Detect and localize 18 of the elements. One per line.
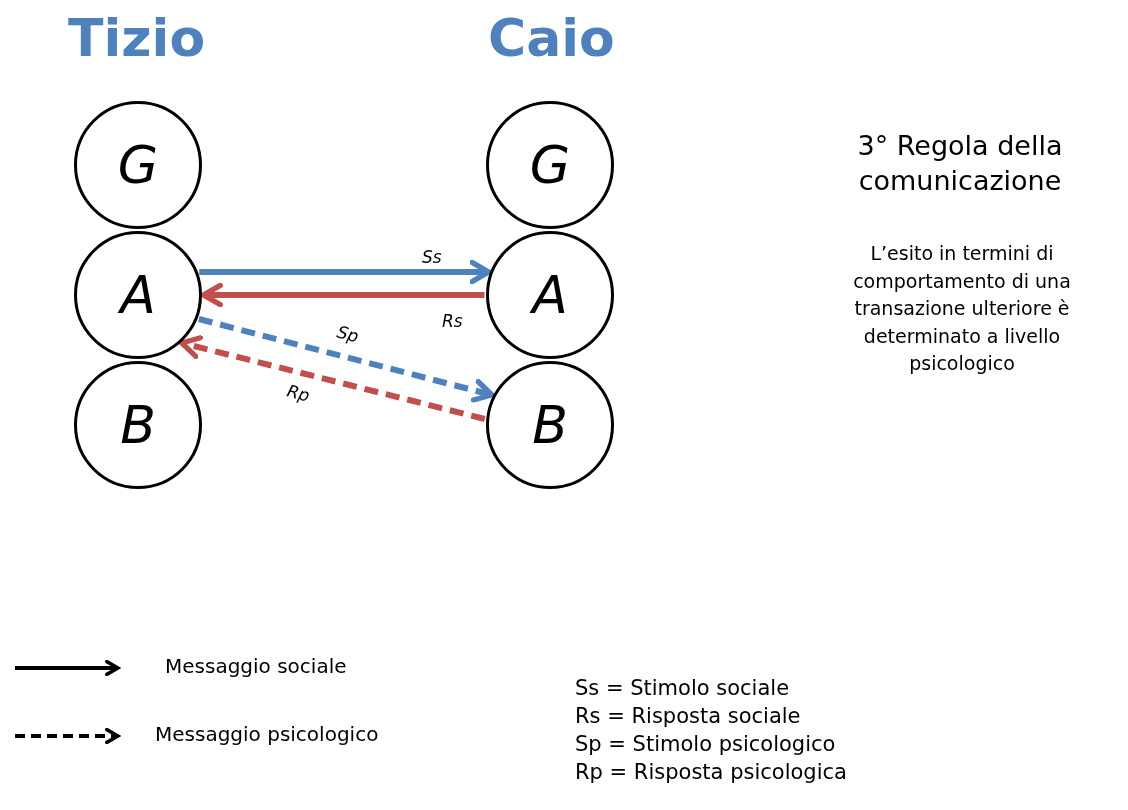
abbreviation-definition: Rp = Risposta psicologica [575,760,847,784]
person-name: Tizio [68,8,206,68]
arrow [200,282,485,308]
abbreviation-definition: Rs = Risposta sociale [575,704,801,728]
legend-label: Messaggio sociale [165,654,347,678]
node-label: G [117,135,159,195]
abbreviation-definition: Ss = Stimolo sociale [575,676,790,700]
node-label: B [532,395,568,455]
arrow [179,335,486,422]
arrow [199,259,492,285]
legend-label: Messaggio psicologico [155,722,379,746]
title: 3° Regola della comunicazione [856,129,1064,199]
arrow [198,316,495,403]
node-label: B [120,395,156,455]
abbreviation-definition: Sp = Stimolo psicologico [575,732,836,756]
person-name: Caio [488,8,615,68]
rule-description: L’esito in termini di comportamento di una transazione ulteriore è determinato a livello psicologico [852,241,1072,377]
node-label: G [529,135,571,195]
